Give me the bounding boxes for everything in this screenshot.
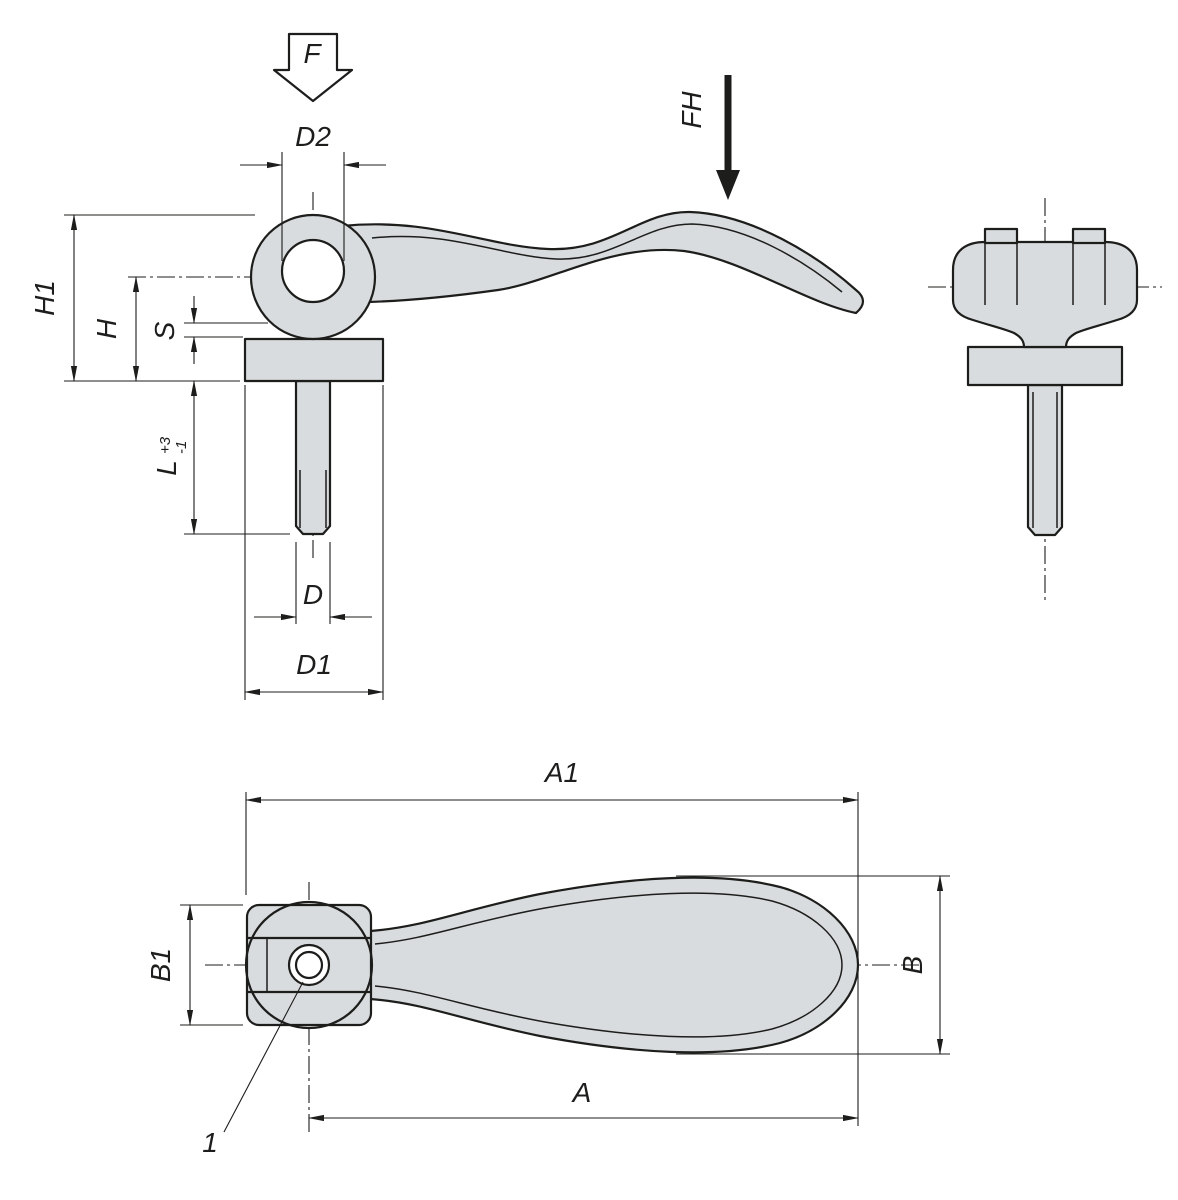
plan-view: A1 B1 B A 1 [145, 757, 950, 1158]
plan-screw-hole [294, 950, 324, 980]
item-1-label: 1 [202, 1127, 218, 1158]
plan-lever-inner-edge [374, 892, 843, 1038]
dimension-B1: B1 [145, 904, 243, 1026]
front-fork-slot-lines [984, 243, 1106, 305]
dimension-H1: H1 [29, 214, 255, 382]
side-cam-bore [280, 238, 346, 304]
side-stud [294, 379, 332, 536]
dimension-S: S [149, 296, 268, 364]
side-stud-thread-lines [299, 470, 327, 528]
dimension-D-label: D [303, 579, 323, 610]
front-view [928, 198, 1162, 600]
dimension-L: L +3 -1 [151, 380, 290, 535]
item-1-callout: 1 [202, 981, 304, 1158]
dimension-D1-label: D1 [296, 649, 332, 680]
side-lever-handle [340, 210, 865, 315]
dimension-D1: D1 [244, 385, 384, 700]
front-washer [966, 345, 1124, 387]
dimension-A: A [308, 1077, 859, 1122]
dimension-L-tolerance-lower: -1 [173, 441, 190, 454]
dimension-B: B [676, 875, 950, 1055]
hand-force-FH-label: FH [676, 91, 707, 129]
dimension-L-label: L [151, 460, 182, 476]
dimension-A-label: A [571, 1077, 592, 1108]
dimension-D2-label: D2 [295, 121, 331, 152]
plan-cam-disc [244, 900, 374, 1030]
dimension-L-tolerance-upper: +3 [157, 436, 174, 454]
force-F-arrow-icon: F [272, 32, 354, 103]
dimension-B1-label: B1 [145, 948, 176, 982]
front-cam-body [951, 240, 1139, 349]
dimension-H-label: H [91, 318, 122, 339]
dimension-D2: D2 [240, 121, 386, 261]
front-stud-thread-lines [1032, 392, 1058, 528]
dimension-D: D [254, 542, 372, 624]
item-1-leader-line [223, 981, 304, 1133]
side-lever-rib-line [371, 223, 843, 293]
dimension-H1-label: H1 [29, 280, 60, 316]
plan-screw-counterbore [287, 943, 331, 987]
dimension-B-label: B [897, 956, 928, 975]
side-washer [243, 337, 385, 383]
hand-force-FH-arrow-icon: FH [676, 75, 740, 200]
side-view: F FH D2 H1 H [29, 32, 865, 700]
front-fork-tab-left [983, 227, 1019, 245]
dimension-A1-label: A1 [543, 757, 579, 788]
plan-lever-handle [368, 876, 860, 1054]
dimension-A1: A1 [245, 757, 859, 1126]
force-F-label: F [303, 38, 322, 69]
dimension-H: H [91, 276, 140, 382]
dimension-S-label: S [149, 321, 180, 340]
front-fork-tab-right [1071, 227, 1107, 245]
